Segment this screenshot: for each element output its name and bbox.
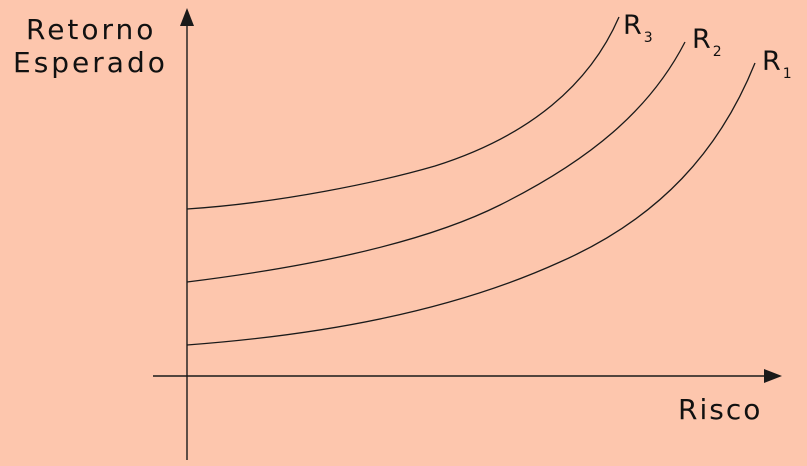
curve-r2 xyxy=(186,41,686,283)
x-axis-label: Risco xyxy=(678,393,763,426)
curve-r1 xyxy=(186,62,756,346)
curve-label-r1-name: R xyxy=(762,46,781,77)
curve-label-r3-subscript: 3 xyxy=(643,30,653,46)
curve-label-r1-subscript: 1 xyxy=(782,66,792,82)
y-axis-arrow xyxy=(180,8,194,26)
curve-label-r2-subscript: 2 xyxy=(712,44,722,60)
x-axis-arrow xyxy=(764,369,782,383)
curve-label-r3-name: R xyxy=(623,10,642,41)
curve-r3 xyxy=(186,16,620,210)
curve-label-r2-name: R xyxy=(692,24,711,55)
y-axis-label-line1: Retorno xyxy=(26,13,157,46)
y-axis-label-line2: Esperado xyxy=(13,46,168,79)
